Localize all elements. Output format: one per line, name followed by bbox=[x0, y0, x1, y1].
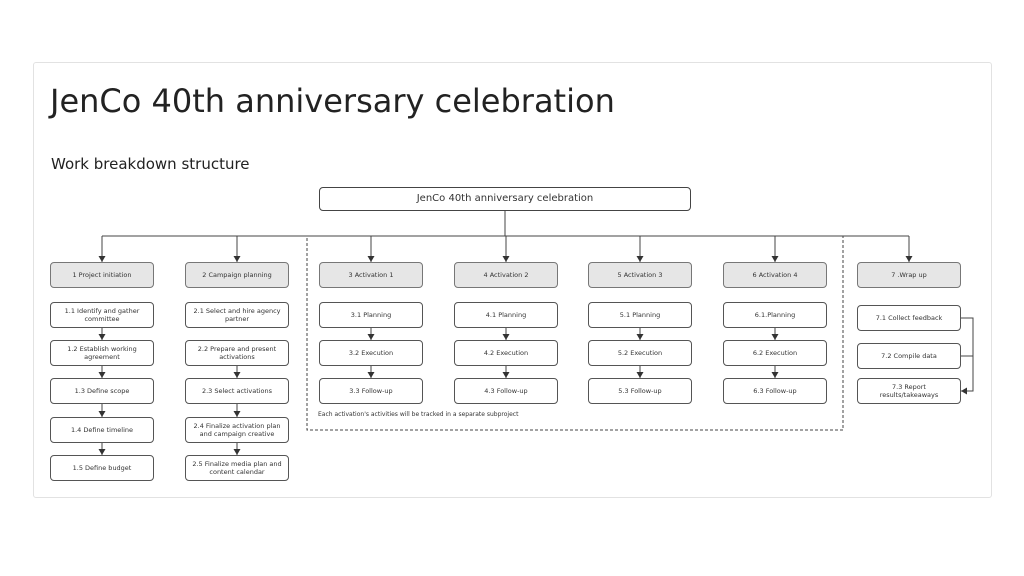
wbs-task-node[interactable]: 1.1 Identify and gather committee bbox=[50, 302, 154, 328]
arrowhead-icon bbox=[771, 334, 779, 340]
page-title: JenCo 40th anniversary celebration bbox=[50, 82, 615, 120]
wbs-task-node[interactable]: 1.2 Establish working agreement bbox=[50, 340, 154, 366]
arrowhead-icon bbox=[98, 256, 106, 262]
arrowhead-icon bbox=[233, 256, 241, 262]
wbs-phase-node[interactable]: 5 Activation 3 bbox=[588, 262, 692, 288]
arrowhead-icon bbox=[502, 334, 510, 340]
wbs-task-node[interactable]: 4.1 Planning bbox=[454, 302, 558, 328]
wbs-task-node[interactable]: 3.2 Execution bbox=[319, 340, 423, 366]
wbs-task-node[interactable]: 4.2 Execution bbox=[454, 340, 558, 366]
arrowhead-icon bbox=[905, 256, 913, 262]
wbs-phase-node[interactable]: 2 Campaign planning bbox=[185, 262, 289, 288]
arrowhead-icon bbox=[98, 372, 106, 378]
arrowhead-icon bbox=[502, 372, 510, 378]
wbs-task-node[interactable]: 1.3 Define scope bbox=[50, 378, 154, 404]
arrowhead-icon bbox=[98, 411, 106, 417]
wbs-task-node[interactable]: 7.2 Compile data bbox=[857, 343, 961, 369]
wbs-task-node[interactable]: 1.5 Define budget bbox=[50, 455, 154, 481]
arrowhead-icon bbox=[233, 372, 241, 378]
wbs-phase-node[interactable]: 7 .Wrap up bbox=[857, 262, 961, 288]
wbs-task-node[interactable]: 7.1 Collect feedback bbox=[857, 305, 961, 331]
wbs-task-node[interactable]: 1.4 Define timeline bbox=[50, 417, 154, 443]
arrowhead-icon bbox=[636, 372, 644, 378]
activation-note: Each activation's activities will be tra… bbox=[318, 411, 519, 418]
arrowhead-icon bbox=[771, 256, 779, 262]
arrowhead-icon bbox=[961, 387, 967, 395]
wbs-task-node[interactable]: 5.3 Follow-up bbox=[588, 378, 692, 404]
arrowhead-icon bbox=[233, 411, 241, 417]
arrowhead-icon bbox=[771, 372, 779, 378]
wbs-task-node[interactable]: 6.1.Planning bbox=[723, 302, 827, 328]
wbs-phase-node[interactable]: 1 Project initiation bbox=[50, 262, 154, 288]
arrowhead-icon bbox=[98, 449, 106, 455]
wbs-task-node[interactable]: 3.1 Planning bbox=[319, 302, 423, 328]
wbs-task-node[interactable]: 5.1 Planning bbox=[588, 302, 692, 328]
arrowhead-icon bbox=[367, 256, 375, 262]
arrowhead-icon bbox=[367, 372, 375, 378]
wbs-task-node[interactable]: 2.4 Finalize activation plan and campaig… bbox=[185, 417, 289, 443]
wbs-task-node[interactable]: 2.5 Finalize media plan and content cale… bbox=[185, 455, 289, 481]
wbs-task-node[interactable]: 5.2 Execution bbox=[588, 340, 692, 366]
page-subtitle: Work breakdown structure bbox=[51, 155, 250, 173]
arrowhead-icon bbox=[233, 449, 241, 455]
wbs-task-node[interactable]: 2.2 Prepare and present activations bbox=[185, 340, 289, 366]
wbs-task-node[interactable]: 4.3 Follow-up bbox=[454, 378, 558, 404]
arrowhead-icon bbox=[502, 256, 510, 262]
arrowhead-icon bbox=[636, 334, 644, 340]
wbs-task-node[interactable]: 6.3 Follow-up bbox=[723, 378, 827, 404]
arrowhead-icon bbox=[367, 334, 375, 340]
arrowhead-icon bbox=[98, 334, 106, 340]
wbs-task-node[interactable]: 3.3 Follow-up bbox=[319, 378, 423, 404]
arrowhead-icon bbox=[636, 256, 644, 262]
root-node[interactable]: JenCo 40th anniversary celebration bbox=[319, 187, 691, 211]
wbs-task-node[interactable]: 7.3 Report results/takeaways bbox=[857, 378, 961, 404]
wbs-phase-node[interactable]: 6 Activation 4 bbox=[723, 262, 827, 288]
wbs-task-node[interactable]: 2.3 Select activations bbox=[185, 378, 289, 404]
wbs-phase-node[interactable]: 3 Activation 1 bbox=[319, 262, 423, 288]
wrapup-connector bbox=[961, 317, 974, 392]
wbs-phase-node[interactable]: 4 Activation 2 bbox=[454, 262, 558, 288]
wbs-task-node[interactable]: 6.2 Execution bbox=[723, 340, 827, 366]
wbs-task-node[interactable]: 2.1 Select and hire agency partner bbox=[185, 302, 289, 328]
